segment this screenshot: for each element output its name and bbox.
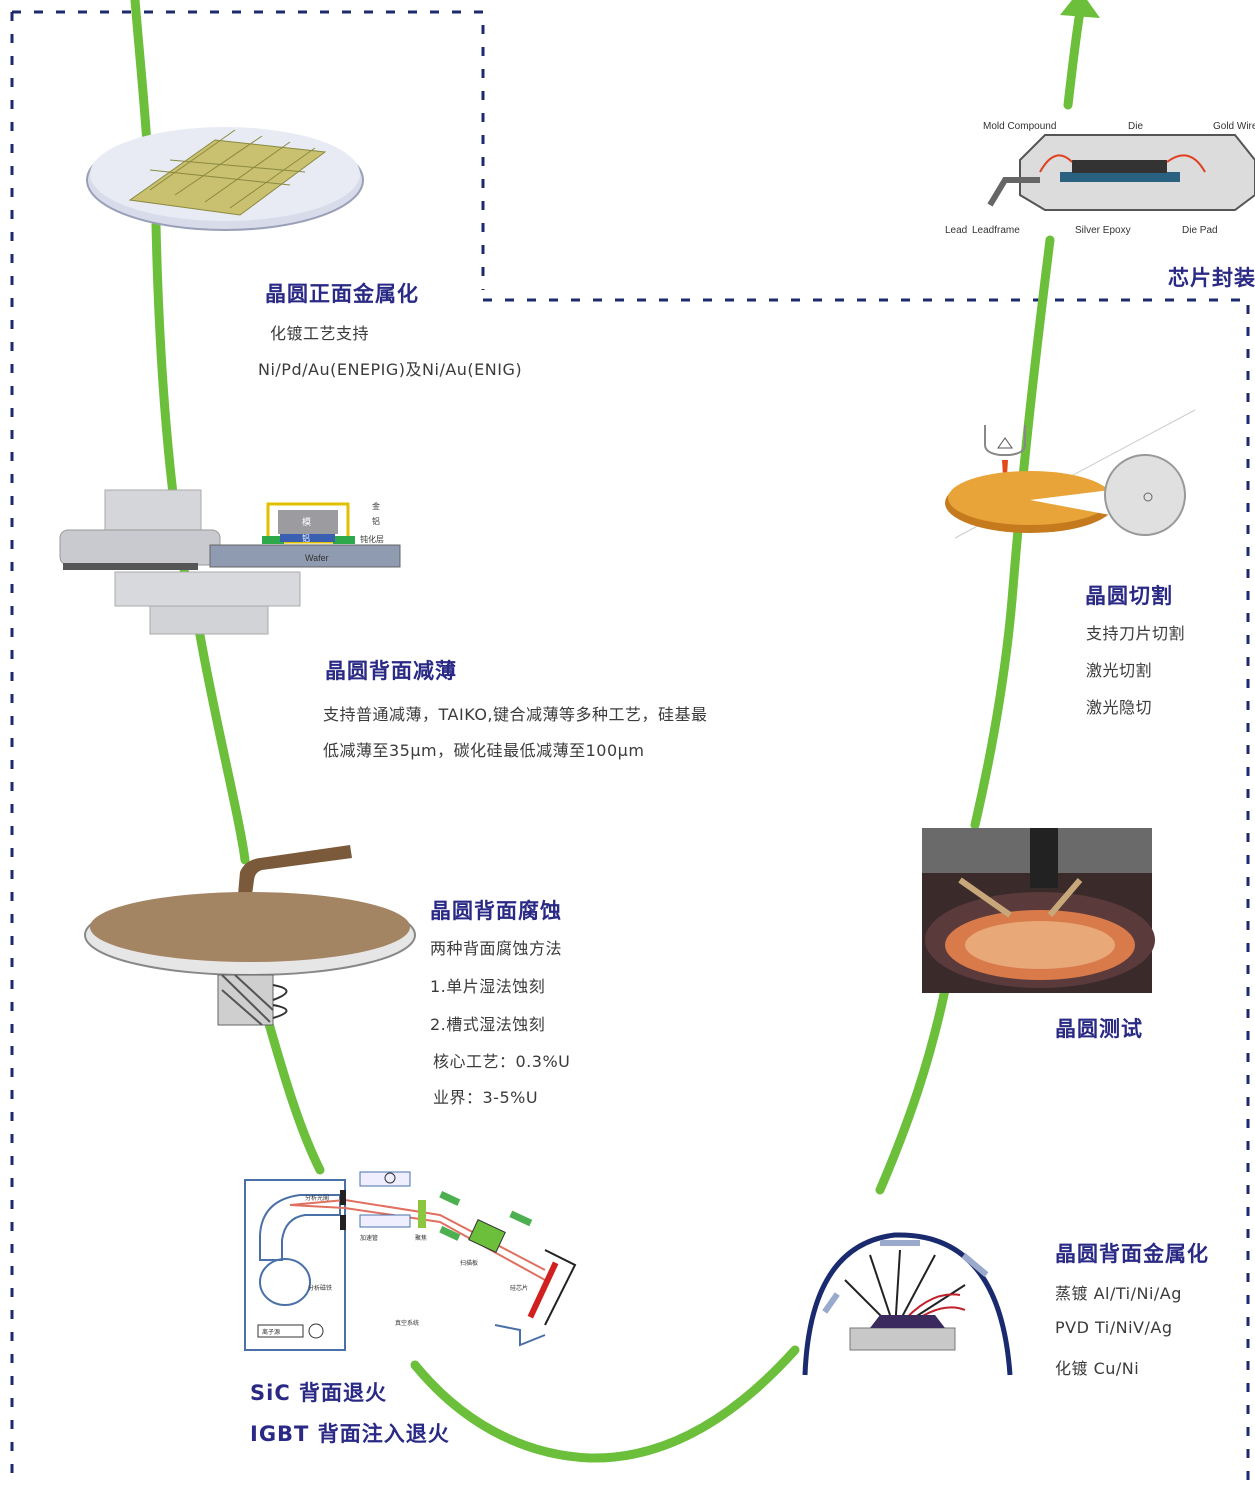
dashed-border-left xyxy=(10,10,1250,1480)
package-title: 芯片封装 xyxy=(1168,266,1255,290)
etch-line-4: 核心工艺：0.3%U xyxy=(433,1052,571,1071)
etch-line-1: 两种背面腐蚀方法 xyxy=(430,939,563,958)
flow-segment-top-left xyxy=(130,0,152,150)
thinning-title: 晶圆背面减薄 xyxy=(325,659,457,683)
flow-line xyxy=(130,0,1085,1463)
anneal-title-1: SiC 背面退火 xyxy=(250,1381,388,1405)
etch-line-3: 2.槽式湿法蚀刻 xyxy=(430,1015,546,1034)
dicing-line-3: 激光隐切 xyxy=(1086,698,1153,717)
flow-segment-right-mid xyxy=(970,235,1055,830)
back-metal-line-2: PVD Ti/NiV/Ag xyxy=(1055,1318,1173,1337)
test-title: 晶圆测试 xyxy=(1055,1017,1143,1041)
thinning-illustration: Wafer 模 铝 金 铝 钝化层 xyxy=(59,489,401,635)
dicing-line-2: 激光切割 xyxy=(1086,661,1153,680)
flow-segment-bottom xyxy=(410,1345,800,1463)
passivation-label: 钝化层 xyxy=(360,534,384,544)
gold-label: 金 xyxy=(372,501,380,511)
die-pad-label: Die Pad xyxy=(1182,225,1218,236)
front-metal-title: 晶圆正面金属化 xyxy=(265,282,419,306)
etch-line-2: 1.单片湿法蚀刻 xyxy=(430,977,546,996)
flow-arrow-head xyxy=(1060,0,1100,18)
dicing-title: 晶圆切割 xyxy=(1085,584,1173,608)
ion-source-label: 离子源 xyxy=(262,1328,280,1336)
back-metal-line-1: 蒸镀 Al/Ti/Ni/Ag xyxy=(1055,1284,1182,1303)
back-metal-line-3: 化镀 Cu/Ni xyxy=(1055,1359,1140,1378)
etch-illustration xyxy=(84,845,416,1026)
die-label: Die xyxy=(1128,121,1143,132)
thinning-line-1: 支持普通减薄，TAIKO,键合减薄等多种工艺，硅基最 xyxy=(323,705,708,724)
dicing-line-1: 支持刀片切割 xyxy=(1086,624,1186,643)
magnet-label: 分析磁铁 xyxy=(308,1284,332,1292)
thinning-line-2: 低减薄至35μm，碳化硅最低减薄至100μm xyxy=(323,741,645,760)
scan-label: 扫描板 xyxy=(460,1259,478,1267)
back-metal-title: 晶圆背面金属化 xyxy=(1055,1242,1209,1266)
back-metal-illustration xyxy=(802,1232,1013,1376)
leadframe-label: Leadframe xyxy=(972,225,1020,236)
vacuum-label: 真空系统 xyxy=(395,1319,419,1327)
test-illustration xyxy=(922,828,1155,993)
anneal-title-2: IGBT 背面注入退火 xyxy=(250,1422,450,1446)
flow-segment-left-lower xyxy=(260,1005,325,1175)
dicing-illustration xyxy=(945,409,1196,539)
wafer-front-illustration xyxy=(86,127,364,231)
etch-title: 晶圆背面腐蚀 xyxy=(430,899,562,923)
chip-label: 硅芯片 xyxy=(510,1284,528,1292)
mold-label: 模 xyxy=(302,517,311,528)
analyzer-label: 分析光阑 xyxy=(305,1194,329,1202)
gold-wire-label: Gold Wire xyxy=(1213,121,1255,132)
front-metal-line-1: 化镀工艺支持 xyxy=(270,324,370,343)
aluminum-label: 铝 xyxy=(372,516,380,526)
flow-segment-right-top xyxy=(1063,7,1085,110)
accelerator-label: 加速管 xyxy=(360,1234,378,1242)
package-illustration: Mold Compound Die Gold Wire Lead Leadfra… xyxy=(945,121,1255,236)
front-metal-line-2: Ni/Pd/Au(ENEPIG)及Ni/Au(ENIG) xyxy=(258,360,523,379)
etch-line-5: 业界：3-5%U xyxy=(433,1088,539,1107)
lead-label: Lead xyxy=(945,225,967,236)
wafer-label: Wafer xyxy=(305,553,329,563)
glue-label: 铝 xyxy=(302,533,310,543)
silver-epoxy-label: Silver Epoxy xyxy=(1075,225,1131,236)
flow-segment-right-lower xyxy=(875,985,950,1195)
focus-label: 聚焦 xyxy=(415,1234,427,1242)
anneal-illustration: 离子源 加速管 聚焦 真空系统 分析磁铁 分析光阑 扫描板 硅芯片 xyxy=(244,1171,577,1351)
mold-compound-label: Mold Compound xyxy=(983,121,1056,132)
